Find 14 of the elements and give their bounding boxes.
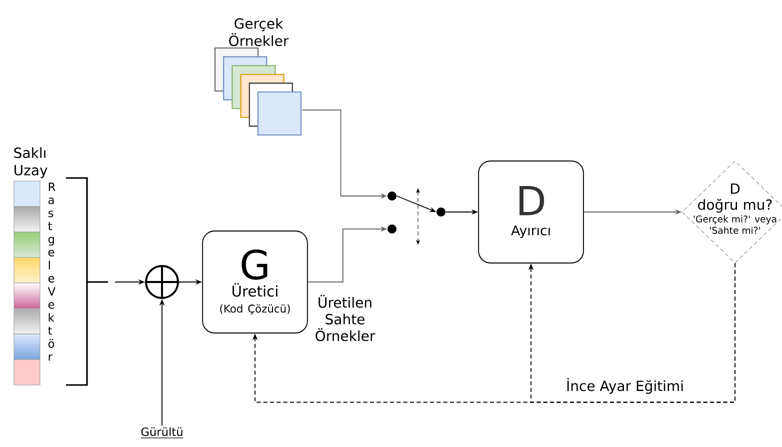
switch-dot bbox=[388, 192, 396, 200]
node-label: Gerçek Örnekler bbox=[229, 18, 289, 46]
node-label: Rastgele Vektör bbox=[48, 182, 56, 361]
process-box: D Ayırıcı bbox=[478, 160, 584, 264]
edge-label: İnce Ayar Eğitimi bbox=[564, 376, 686, 396]
sample-stack: Gerçek Örnekler bbox=[214, 18, 302, 136]
arrow bbox=[528, 262, 736, 403]
process-box: G Üretici (Kod Çözücü) bbox=[202, 230, 308, 334]
output-label: Üretilen Sahte Örnekler bbox=[316, 294, 376, 342]
node-label: Saklı Uzay bbox=[14, 147, 48, 178]
noise-label: Gürültü bbox=[140, 427, 184, 438]
vector-strip: Saklı Uzay Rastgele Vektör bbox=[14, 147, 56, 386]
switch-dot bbox=[388, 224, 396, 234]
sum-circle bbox=[144, 264, 180, 300]
